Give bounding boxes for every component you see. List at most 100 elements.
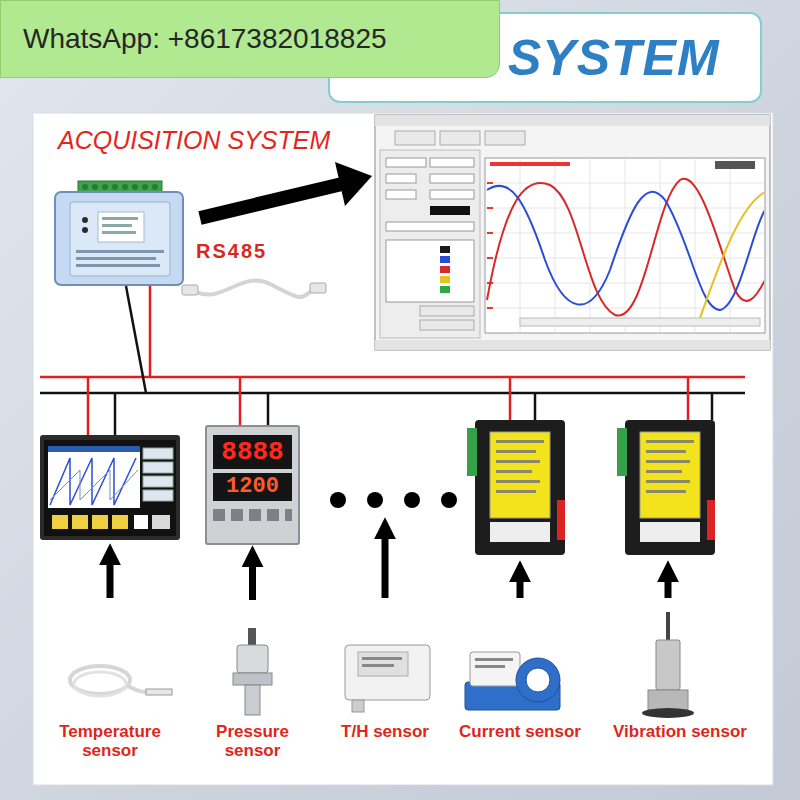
software-screenshot	[386, 190, 416, 199]
continuation-dots	[441, 492, 457, 508]
sensor-label: Vibration sensor	[605, 722, 755, 741]
rs485-converter	[102, 231, 136, 234]
th-sensor-box	[345, 645, 430, 700]
software-screenshot	[487, 307, 493, 309]
contact-banner: WhatsApp: +8617382018825	[0, 0, 500, 78]
bus-wires	[687, 377, 690, 420]
rs485-converter	[70, 202, 170, 276]
software-screenshot	[487, 232, 493, 234]
software-screenshot	[375, 115, 770, 350]
vibration-sensor	[642, 708, 694, 718]
current-transformer	[475, 658, 513, 661]
software-screenshot	[486, 183, 764, 184]
temperature-probe	[74, 672, 126, 696]
rs485-converter	[102, 217, 138, 220]
current-transformer	[465, 652, 560, 710]
rs485-converter	[55, 192, 183, 285]
rs485-converter	[152, 184, 158, 190]
software-screenshot	[440, 256, 450, 263]
serial-cable	[182, 285, 198, 295]
sensor-arrow	[665, 580, 672, 598]
software-screenshot	[487, 182, 493, 184]
th-sensor-box	[362, 664, 394, 667]
continuation-dots	[367, 492, 383, 508]
sensor-item: Pressure sensor	[205, 600, 300, 760]
bus-label: RS485	[196, 240, 267, 263]
software-screenshot	[487, 257, 493, 259]
bus-wires	[711, 393, 714, 420]
rs485-converter	[82, 184, 88, 190]
sensor-item: Vibration sensor	[605, 600, 755, 741]
bus-wires	[114, 393, 117, 435]
bus-wires	[40, 376, 745, 379]
paperless-recorder	[48, 446, 140, 508]
software-screenshot	[395, 131, 435, 145]
rs485-converter	[55, 181, 183, 285]
software-screenshot	[487, 179, 764, 316]
software-screenshot	[440, 276, 450, 283]
din-module	[640, 522, 700, 542]
din-module	[646, 470, 682, 473]
serial-cable	[182, 281, 326, 298]
flow-arrow	[200, 162, 372, 218]
paperless-recorder	[40, 435, 180, 540]
software-screenshot	[386, 240, 474, 302]
current-transformer	[475, 665, 505, 668]
sensor-label: Pressure sensor	[205, 722, 300, 760]
rs485-converter	[132, 184, 138, 190]
rs485-converter	[76, 250, 164, 253]
pressure-transmitter	[248, 628, 256, 646]
software-screenshot	[485, 131, 525, 145]
software-screenshot	[375, 115, 770, 126]
software-screenshot	[420, 320, 474, 330]
software-screenshot	[430, 158, 474, 167]
software-screenshot	[430, 206, 470, 215]
continuation-dots	[330, 492, 457, 508]
software-screenshot	[386, 222, 474, 231]
din-module	[646, 440, 694, 443]
software-screenshot	[375, 115, 770, 350]
display-readout: 1200	[213, 473, 292, 501]
rs485-converter	[122, 184, 128, 190]
software-screenshot	[430, 174, 474, 183]
rs485-converter	[112, 184, 118, 190]
din-module	[625, 420, 715, 555]
software-screenshot	[486, 208, 764, 209]
bus-wires	[126, 286, 146, 393]
rs485-converter	[76, 257, 156, 260]
bus-wires	[40, 286, 745, 435]
din-module	[490, 432, 550, 518]
din-module	[496, 490, 536, 493]
paperless-recorder	[143, 448, 173, 459]
din-module	[617, 420, 715, 555]
software-screenshot	[520, 159, 521, 332]
din-module	[646, 450, 686, 453]
software-screenshot	[487, 179, 764, 318]
paperless-recorder	[112, 515, 128, 529]
sensor-label: Temperature sensor	[50, 722, 170, 760]
sensor-arrow	[382, 537, 389, 598]
bus-wires	[149, 286, 152, 377]
software-screenshot	[420, 306, 474, 316]
display-readout: 8888	[213, 435, 292, 469]
software-screenshot	[440, 286, 450, 293]
din-module	[617, 428, 627, 476]
th-sensor-box	[352, 700, 364, 712]
paperless-recorder	[50, 458, 136, 505]
rs485-converter	[102, 224, 132, 227]
paperless-recorder	[48, 446, 140, 452]
section-heading: ACQUISITION SYSTEM	[58, 126, 330, 155]
current-transformer	[526, 668, 550, 692]
software-screenshot	[440, 131, 480, 145]
pid-controller: 8888 1200	[205, 425, 300, 545]
keypad-buttons	[213, 509, 292, 521]
pressure-transmitter	[237, 645, 268, 673]
sensor-arrow	[107, 563, 114, 598]
software-screenshot	[375, 340, 770, 350]
paperless-recorder	[92, 515, 108, 529]
bus-wires	[87, 377, 90, 435]
din-module	[557, 500, 565, 540]
temperature-probe	[128, 686, 146, 692]
